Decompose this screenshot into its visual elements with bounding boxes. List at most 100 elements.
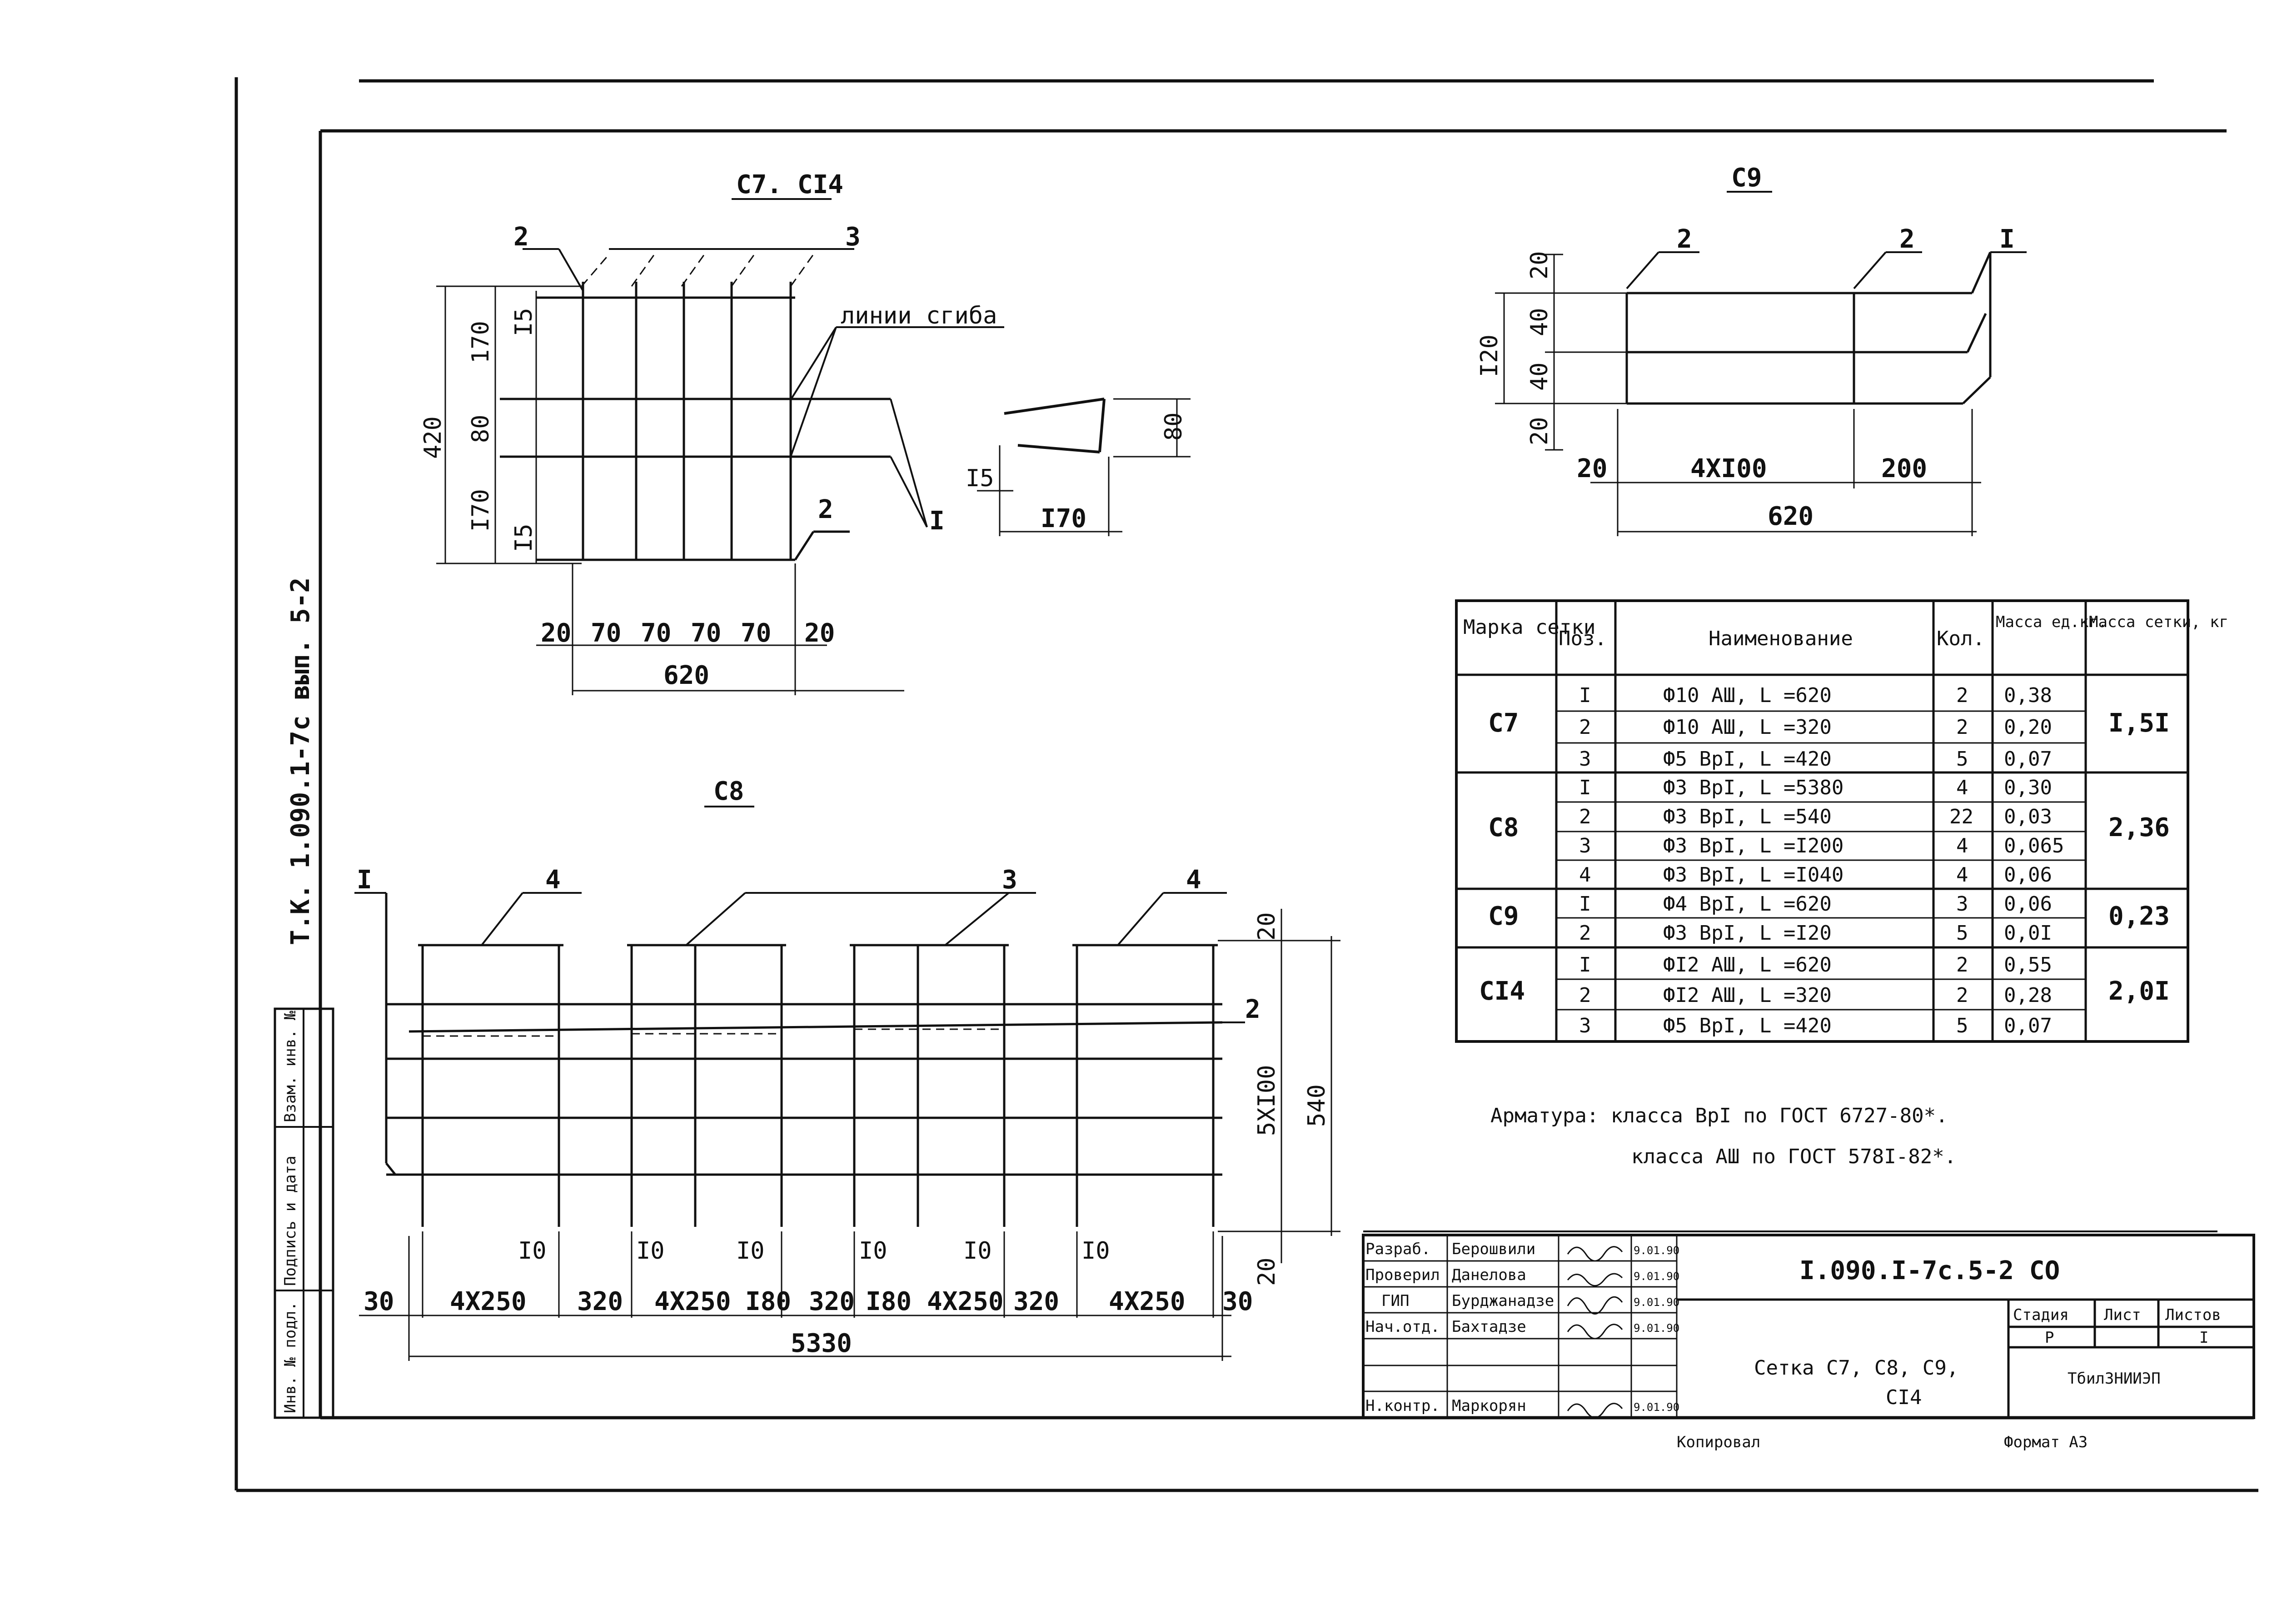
row-pos: 4 — [1579, 863, 1591, 887]
c8-dim-small-5: I0 — [1081, 1237, 1110, 1265]
mark-c7: С7 — [1488, 708, 1519, 738]
row-pos: I — [1579, 892, 1591, 916]
th-unit-mass: Масса ед.кг. — [1996, 613, 2108, 631]
mark-c14: СI4 — [1479, 976, 1525, 1006]
c7c14-title: С7. СI4 — [736, 170, 843, 199]
c9-dim-40b: 40 — [1526, 362, 1553, 391]
c8-dim-20b: 20 — [1253, 1257, 1280, 1286]
c7c14-dim-420: 420 — [419, 416, 447, 459]
tb-name-2: Бурджанадзе — [1452, 1292, 1554, 1310]
tb-sheet-label: Лист — [2104, 1306, 2141, 1324]
c8-dim-small-1: I0 — [636, 1237, 665, 1265]
th-net-mass: Масса сетки, кг — [2089, 613, 2228, 631]
c8-dim-20a: 20 — [1253, 912, 1280, 941]
row-pos: I — [1579, 684, 1591, 707]
c8-dim-h-1: 4X250 — [450, 1287, 527, 1316]
c7c14-pos-1: I — [929, 506, 945, 536]
row-qty: 2 — [1956, 953, 1968, 976]
c8-dim-540: 540 — [1303, 1084, 1330, 1127]
c9-pos-2a: 2 — [1677, 224, 1692, 254]
c7c14-dim-total: 620 — [663, 661, 709, 690]
row-pos: I — [1579, 953, 1591, 976]
row-qty: 4 — [1956, 834, 1968, 857]
c9-pos-2b: 2 — [1899, 224, 1915, 254]
c8-dim-h-5: 320 — [809, 1287, 855, 1316]
row-qty: 2 — [1956, 984, 1968, 1007]
c8-dim-h-4: I80 — [745, 1287, 791, 1316]
c9-dim-20b: 20 — [1526, 417, 1553, 445]
row-mass: 0,38 — [2004, 684, 2052, 707]
tb-role-2: ГИП — [1381, 1292, 1409, 1310]
c9-dim-total: 620 — [1768, 502, 1814, 531]
row-mass: 0,065 — [2004, 834, 2064, 857]
c8-dim-small-0: I0 — [518, 1237, 547, 1265]
c9-dim-120: I20 — [1476, 334, 1503, 377]
c9-dim-h-0: 20 — [1577, 454, 1607, 483]
c8-dim-h-8: 320 — [1013, 1287, 1059, 1316]
c7c14-dim-15a: I5 — [510, 308, 538, 336]
c8-dim-h-3: 4X250 — [654, 1287, 731, 1316]
c8-pos-4a: 4 — [545, 865, 561, 895]
row-mass: 0,06 — [2004, 892, 2052, 916]
th-mark: Марка сетки — [1463, 616, 1595, 639]
row-mass: 0,28 — [2004, 984, 2052, 1007]
table-row: 2 ФI2 АШ, L =320 2 0,28 — [1579, 984, 2052, 1007]
side-columns: Инв. № подл. Подпись и дата Взам. инв. № — [274, 1007, 334, 1419]
row-qty: 2 — [1956, 684, 1968, 707]
c8-pos-3: 3 — [1002, 865, 1017, 895]
row-mass: 0,20 — [2004, 716, 2052, 739]
mass-c7: I,5I — [2108, 708, 2170, 738]
c8-dim-total: 5330 — [791, 1329, 852, 1358]
row-qty: 5 — [1956, 747, 1968, 771]
table-row: 2 Ф10 АШ, L =320 2 0,20 — [1579, 716, 2052, 739]
c8-pos-1: I — [357, 865, 372, 895]
row-name: Ф3 ВрI, L =I20 — [1663, 922, 1832, 945]
row-pos: 2 — [1579, 922, 1591, 945]
c7c14-dim-h-2: 70 — [641, 618, 671, 648]
tb-org: ТбилЗНИИЭП — [2068, 1370, 2161, 1388]
row-name: Ф4 ВрI, L =620 — [1663, 892, 1832, 916]
table-row: I Ф10 АШ, L =620 2 0,38 — [1579, 684, 2052, 707]
c8-dim-small-4: I0 — [963, 1237, 992, 1265]
th-pos: Поз. — [1559, 627, 1607, 650]
drawing-c7-c14: С7. СI4 — [419, 170, 1191, 695]
c9-pos-1: I — [1999, 224, 2015, 254]
table-row: I ФI2 АШ, L =620 2 0,55 — [1579, 953, 2052, 976]
th-qty: Кол. — [1937, 627, 1985, 650]
c7c14-pos-2a: 2 — [513, 222, 529, 252]
row-name: Ф10 АШ, L =620 — [1663, 684, 1832, 707]
mass-c14: 2,0I — [2108, 976, 2170, 1006]
tb-date-4: 9.01.90 — [1634, 1401, 1679, 1414]
tb-date-3: 9.01.90 — [1634, 1322, 1679, 1335]
row-pos: 3 — [1579, 834, 1591, 857]
c8-dim-h-6: I80 — [866, 1287, 912, 1316]
table-row: 3 Ф5 ВрI, L =420 5 0,07 — [1579, 747, 2052, 771]
tb-role-3: Нач.отд. — [1365, 1318, 1440, 1336]
tb-name-1: Данелова — [1452, 1266, 1526, 1284]
tb-sheets-label: Листов — [2165, 1306, 2221, 1324]
side-col-inv: Инв. № подл. — [281, 1301, 299, 1413]
table-row: 3 Ф3 ВрI, L =I200 4 0,065 — [1579, 834, 2064, 857]
tb-stage-label: Стадия — [2013, 1306, 2069, 1324]
tb-sheet-name-1: Сетка С7, С8, С9, — [1754, 1356, 1958, 1380]
c7c14-dim-170b: I70 — [467, 489, 494, 532]
signatures — [1567, 1246, 1623, 1419]
row-mass: 0,30 — [2004, 776, 2052, 799]
tb-code: I.090.I-7с.5-2 СО — [1799, 1256, 2060, 1285]
row-mass: 0,06 — [2004, 863, 2052, 887]
row-qty: 2 — [1956, 716, 1968, 739]
tb-role-1: Проверил — [1365, 1266, 1440, 1284]
row-pos: 2 — [1579, 716, 1591, 739]
tb-name-3: Бахтадзе — [1452, 1318, 1526, 1336]
tb-stage-value: Р — [2045, 1329, 2054, 1347]
c8-dim-h-10: 30 — [1222, 1287, 1253, 1316]
c7c14-dim-h-4: 70 — [741, 618, 771, 648]
mark-c8: С8 — [1488, 813, 1519, 842]
c9-title: С9 — [1731, 163, 1762, 193]
tb-name-4: Маркорян — [1452, 1397, 1526, 1415]
detail-dim-80: 80 — [1160, 412, 1187, 441]
c8-title: С8 — [713, 777, 744, 806]
row-qty: 4 — [1956, 776, 1968, 799]
c8-dim-h-7: 4X250 — [927, 1287, 1004, 1316]
